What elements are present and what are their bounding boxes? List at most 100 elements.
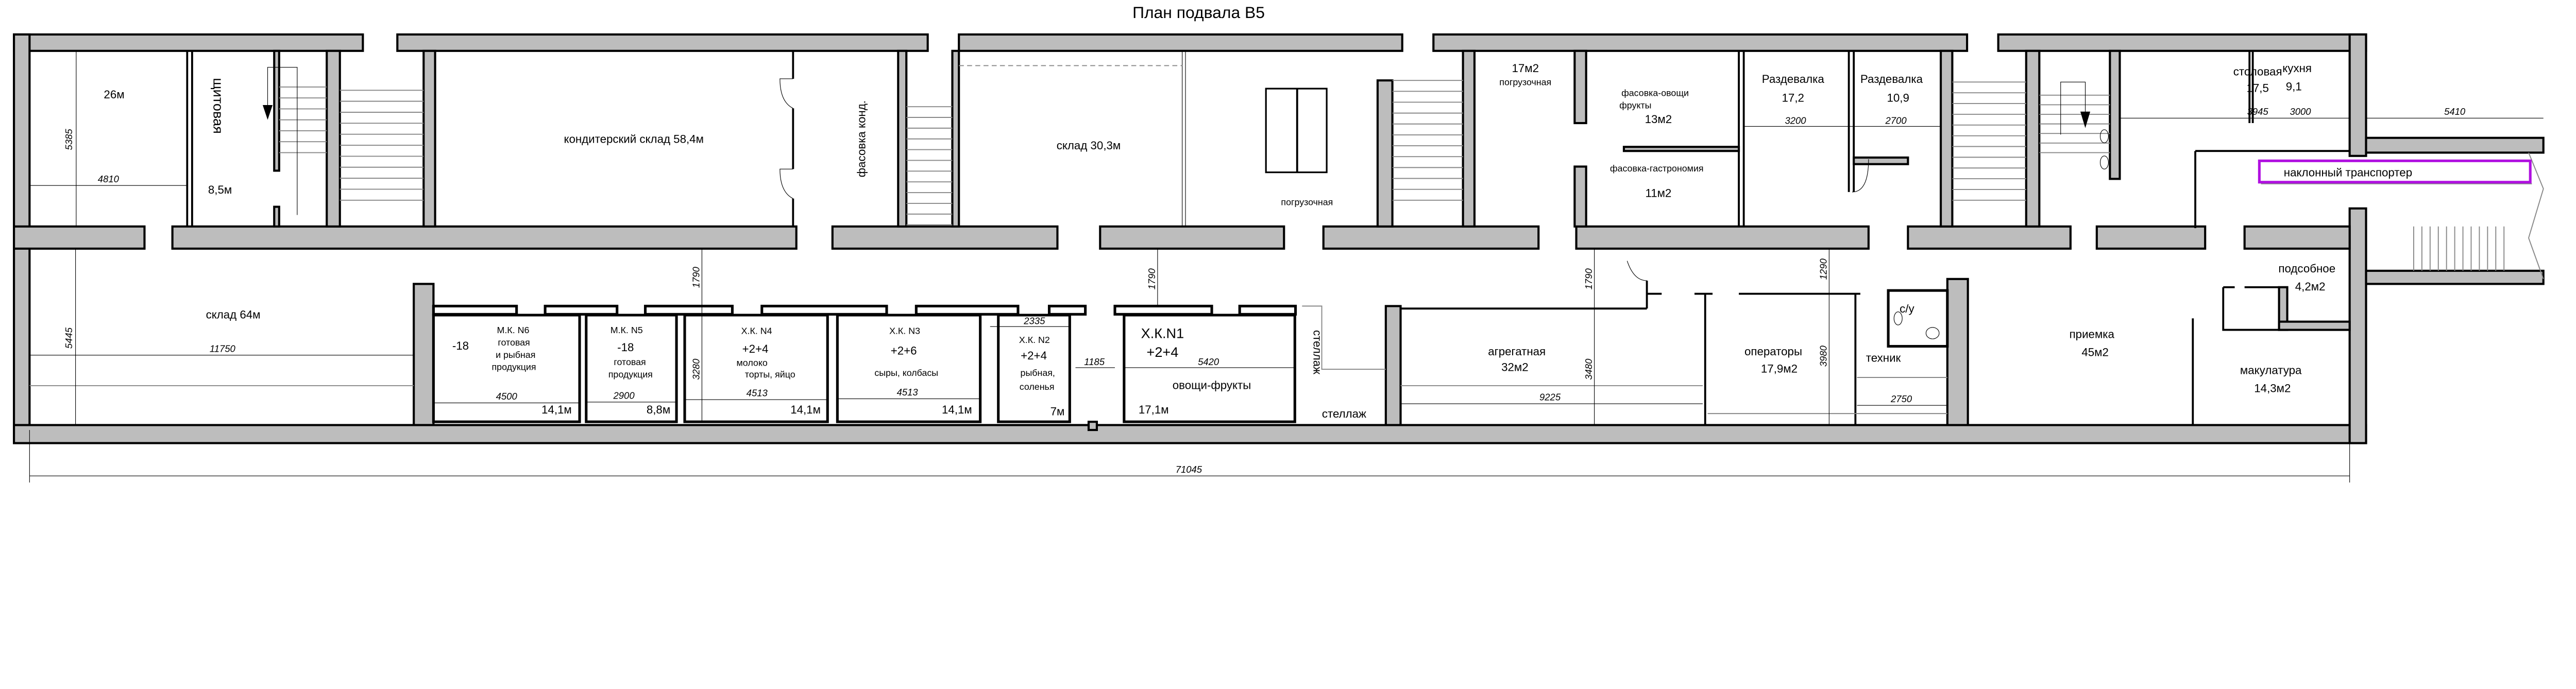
fasovka-ovoshchi-area: 13м2 <box>1645 113 1672 126</box>
dim-4500: 4500 <box>496 391 518 402</box>
dim-11750: 11750 <box>210 343 236 354</box>
stair-arrow-icon <box>262 67 2091 215</box>
shchitovaya-area: 8,5м <box>208 183 232 196</box>
tekhnik-label: техник <box>1866 352 1901 365</box>
dim-4513-b: 4513 <box>897 387 919 398</box>
xk3-name: Х.К. N3 <box>889 326 920 336</box>
fasovka-frukty-label: фрукты <box>1619 100 1651 110</box>
conveyor: наклонный транспортер <box>2258 152 2544 280</box>
outer-walls <box>13 33 2545 444</box>
dim-2335: 2335 <box>1023 315 1045 326</box>
mk5-temp: -18 <box>617 341 634 354</box>
mk6-temp: -18 <box>452 339 469 352</box>
pogruz-label: погрузочная <box>1499 77 1551 88</box>
xk1-temp: +2+4 <box>1147 344 1179 360</box>
sklad-30-label: склад 30,3м <box>1057 139 1121 152</box>
xk3-line1: сыры, колбасы <box>874 368 938 378</box>
agregatnaya-area: 32м2 <box>1501 360 1529 373</box>
dim-1290: 1290 <box>1818 258 1829 280</box>
dim-3000: 3000 <box>2290 106 2311 117</box>
dim-2750: 2750 <box>1890 393 1912 404</box>
mk5-line2: продукция <box>608 369 653 380</box>
xk2-line1: рыбная, <box>1021 368 1055 378</box>
stellazh-vertical-label: стеллаж <box>1311 330 1324 374</box>
cold-rooms <box>432 304 1297 432</box>
dim-5420: 5420 <box>1198 356 1219 367</box>
xk2-name: Х.К. N2 <box>1019 335 1050 345</box>
dim-5445: 5445 <box>63 327 74 349</box>
xk1-area: 17,1м <box>1139 403 1169 416</box>
xk1-line1: овощи-фрукты <box>1173 378 1251 391</box>
dimension-lines <box>29 50 2544 483</box>
fasovka-gastro-label: фасовка-гастрономия <box>1610 163 1704 174</box>
pogruz-area: 17м2 <box>1512 62 1539 75</box>
shchitovaya-label: щитовая <box>210 78 226 133</box>
fasovka-gastro-area: 11м2 <box>1645 186 1671 199</box>
podsobnoe-area: 4,2м2 <box>2295 280 2326 293</box>
conveyor-highlight-box <box>2258 159 2532 184</box>
stellazh-horizontal-label: стеллаж <box>1322 407 1366 420</box>
makulatura-area: 14,3м2 <box>2254 382 2291 395</box>
dim-4513-a: 4513 <box>747 388 768 399</box>
mk6-name: М.К. N6 <box>497 325 530 335</box>
sklad-64-label: склад 64м <box>206 308 261 321</box>
room-26-area: 26м <box>104 88 124 101</box>
mk6-area: 14,1м <box>541 403 572 416</box>
upper-partitions <box>186 49 2350 228</box>
xk2-area: 7м <box>1050 405 1065 418</box>
xk4-name: Х.К. N4 <box>741 326 772 336</box>
priemka-label: приемка <box>2070 328 2115 341</box>
razdevalka1-area: 17,2 <box>1782 92 1804 105</box>
stolovaya-area: 17,5 <box>2246 81 2268 94</box>
pogruz-small-label: погрузочная <box>1281 197 1333 207</box>
xk2-line2: соленья <box>1020 382 1055 392</box>
xk3-temp: +2+6 <box>891 344 917 357</box>
plan-title: План подвала В5 <box>1132 3 1265 22</box>
dim-4810: 4810 <box>98 174 120 184</box>
dim-1790-b: 1790 <box>1146 268 1157 290</box>
dim-5410: 5410 <box>2444 106 2466 117</box>
dim-1790-c: 1790 <box>1583 268 1594 290</box>
kukhnya-label: кухня <box>2282 62 2312 75</box>
dim-9225: 9225 <box>1539 392 1561 403</box>
razdevalka2-area: 10,9 <box>1887 92 1909 105</box>
xk4-area: 14,1м <box>790 403 821 416</box>
dim-3945: 3945 <box>2247 106 2269 117</box>
razdevalka1-label: Раздевалка <box>1762 73 1825 85</box>
mk6-line3: продукция <box>492 362 536 372</box>
xk4-line1: молоко <box>737 358 768 368</box>
razdevalka2-label: Раздевалка <box>1860 73 1923 85</box>
conveyor-label: наклонный транспортер <box>2284 166 2412 179</box>
dim-3480: 3480 <box>1583 358 1594 380</box>
xk1-name: Х.К.N1 <box>1141 325 1184 341</box>
sink-icon <box>2099 129 2109 169</box>
fasovka-ovoshchi-label: фасовка-овощи <box>1621 88 1689 98</box>
lower-walls <box>29 261 2351 426</box>
dim-2700: 2700 <box>1885 115 1907 126</box>
xk4-temp: +2+4 <box>742 342 769 355</box>
fasovka-kond-label: фасовка конд. <box>855 100 868 177</box>
mk5-line1: готовая <box>614 357 646 367</box>
dim-1790-a: 1790 <box>691 266 702 288</box>
dim-71045: 71045 <box>1176 464 1202 475</box>
stolovaya-label: столовая <box>2233 65 2282 78</box>
agregatnaya-label: агрегатная <box>1488 345 1546 358</box>
dim-2900: 2900 <box>613 390 635 401</box>
xk4-line2: торты, яйцо <box>745 369 795 380</box>
operatory-label: операторы <box>1744 345 1802 358</box>
xk2-temp: +2+4 <box>1021 349 1047 362</box>
su-label: с/у <box>1900 302 1914 315</box>
podsobnoe-label: подсобное <box>2278 262 2335 275</box>
dim-5385: 5385 <box>63 129 74 150</box>
priemka-area: 45м2 <box>2081 346 2109 359</box>
konditer-label: кондитерский склад 58,4м <box>564 132 703 145</box>
dim-3280: 3280 <box>691 358 702 380</box>
dim-3980: 3980 <box>1818 345 1829 367</box>
floor-plan: План подвала В5 <box>13 3 2545 483</box>
mk6-line2: и рыбная <box>496 350 535 360</box>
xk3-area: 14,1м <box>942 403 972 416</box>
mk6-line1: готовая <box>498 337 530 348</box>
makulatura-label: макулатура <box>2240 364 2302 377</box>
dim-1185: 1185 <box>1084 356 1105 367</box>
mk5-area: 8,8м <box>647 403 670 416</box>
